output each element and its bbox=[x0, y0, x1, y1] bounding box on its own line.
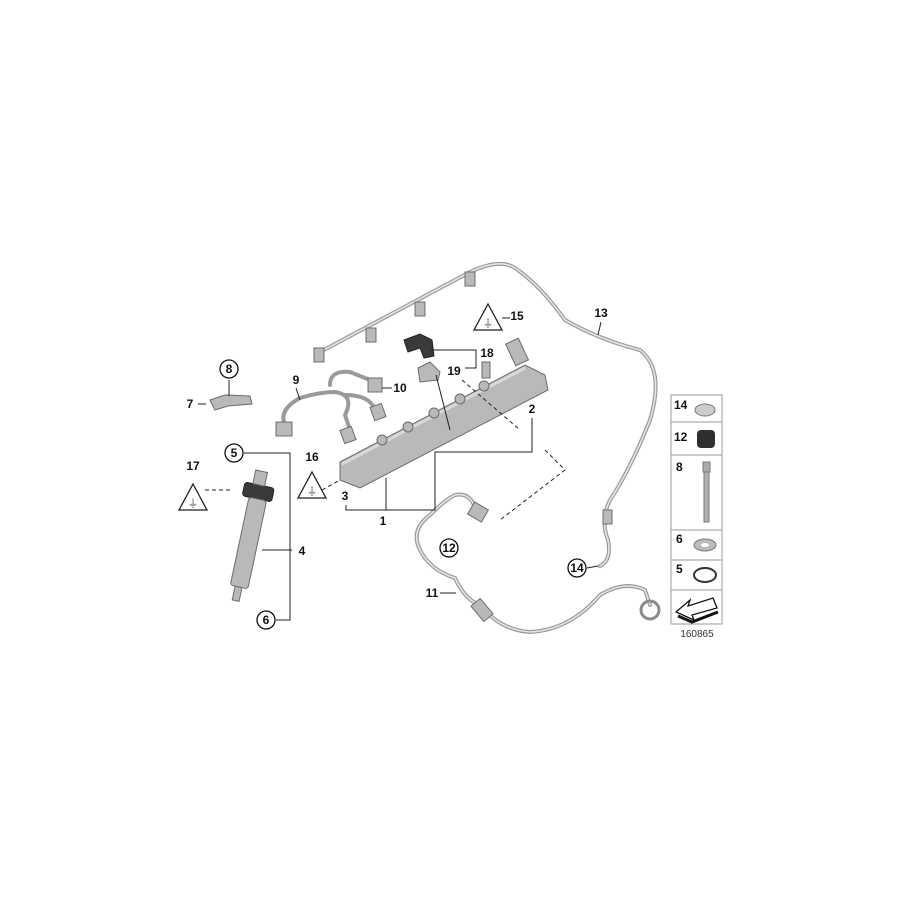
callout-5: 5 bbox=[231, 446, 238, 460]
grommet-icon bbox=[697, 430, 715, 448]
callout-11: 11 bbox=[426, 586, 439, 600]
warning-triangle-17-icon: ⏚ bbox=[177, 482, 209, 511]
legend-item-5: 5 bbox=[676, 562, 683, 576]
callout-labels: 1 2 3 4 5 6 7 8 9 10 11 12 13 14 15 16 1… bbox=[186, 306, 608, 627]
injection-pipes bbox=[275, 369, 387, 445]
direction-arrow-icon bbox=[674, 597, 718, 622]
part-7-clip bbox=[209, 394, 253, 411]
callout-circle-8 bbox=[219, 359, 239, 379]
callout-18: 18 bbox=[480, 346, 494, 360]
callout-15: 15 bbox=[510, 309, 524, 323]
high-pressure-line bbox=[414, 492, 661, 635]
callout-circle-12 bbox=[439, 538, 459, 558]
callout-circle-6 bbox=[256, 610, 276, 630]
callout-16: 16 bbox=[305, 450, 319, 464]
callout-6: 6 bbox=[263, 613, 270, 627]
callout-3: 3 bbox=[342, 489, 349, 503]
legend-item-8: 8 bbox=[676, 460, 683, 474]
legend-item-12: 12 bbox=[674, 430, 688, 444]
callout-19: 19 bbox=[447, 364, 461, 378]
warning-triangle-16-icon: ⏚ bbox=[296, 470, 328, 499]
callout-17: 17 bbox=[186, 459, 200, 473]
callout-1: 1 bbox=[380, 514, 387, 528]
callout-14: 14 bbox=[570, 561, 584, 575]
callout-circle-5 bbox=[224, 443, 244, 463]
callout-8: 8 bbox=[226, 362, 233, 376]
callout-circle-14 bbox=[567, 558, 587, 578]
fuel-rail bbox=[339, 337, 549, 489]
callout-9: 9 bbox=[293, 373, 300, 387]
svg-text:⏚: ⏚ bbox=[188, 497, 199, 510]
part-19-bracket bbox=[417, 361, 441, 383]
part-18-damper bbox=[403, 333, 435, 359]
small-parts-legend: 14 12 8 6 5 bbox=[670, 394, 723, 625]
warning-triangle-15-icon: ⏚ bbox=[472, 302, 504, 331]
callout-13: 13 bbox=[594, 306, 608, 320]
callout-4: 4 bbox=[299, 544, 306, 558]
svg-text:⏚: ⏚ bbox=[307, 485, 318, 498]
diagram-caption: 160865 bbox=[680, 629, 714, 640]
callout-10: 10 bbox=[393, 381, 407, 395]
legend-item-6: 6 bbox=[676, 532, 683, 546]
fuel-return-line bbox=[313, 261, 658, 568]
injector bbox=[230, 469, 275, 602]
o-ring-icon bbox=[693, 567, 717, 583]
svg-text:⏚: ⏚ bbox=[483, 317, 494, 330]
hose-clamp-icon bbox=[694, 403, 716, 417]
callout-2: 2 bbox=[529, 402, 536, 416]
legend-item-14: 14 bbox=[674, 398, 688, 412]
callout-12: 12 bbox=[442, 541, 456, 555]
callout-7: 7 bbox=[187, 397, 194, 411]
leader-lines bbox=[198, 317, 602, 621]
bolt-icon bbox=[702, 461, 711, 473]
